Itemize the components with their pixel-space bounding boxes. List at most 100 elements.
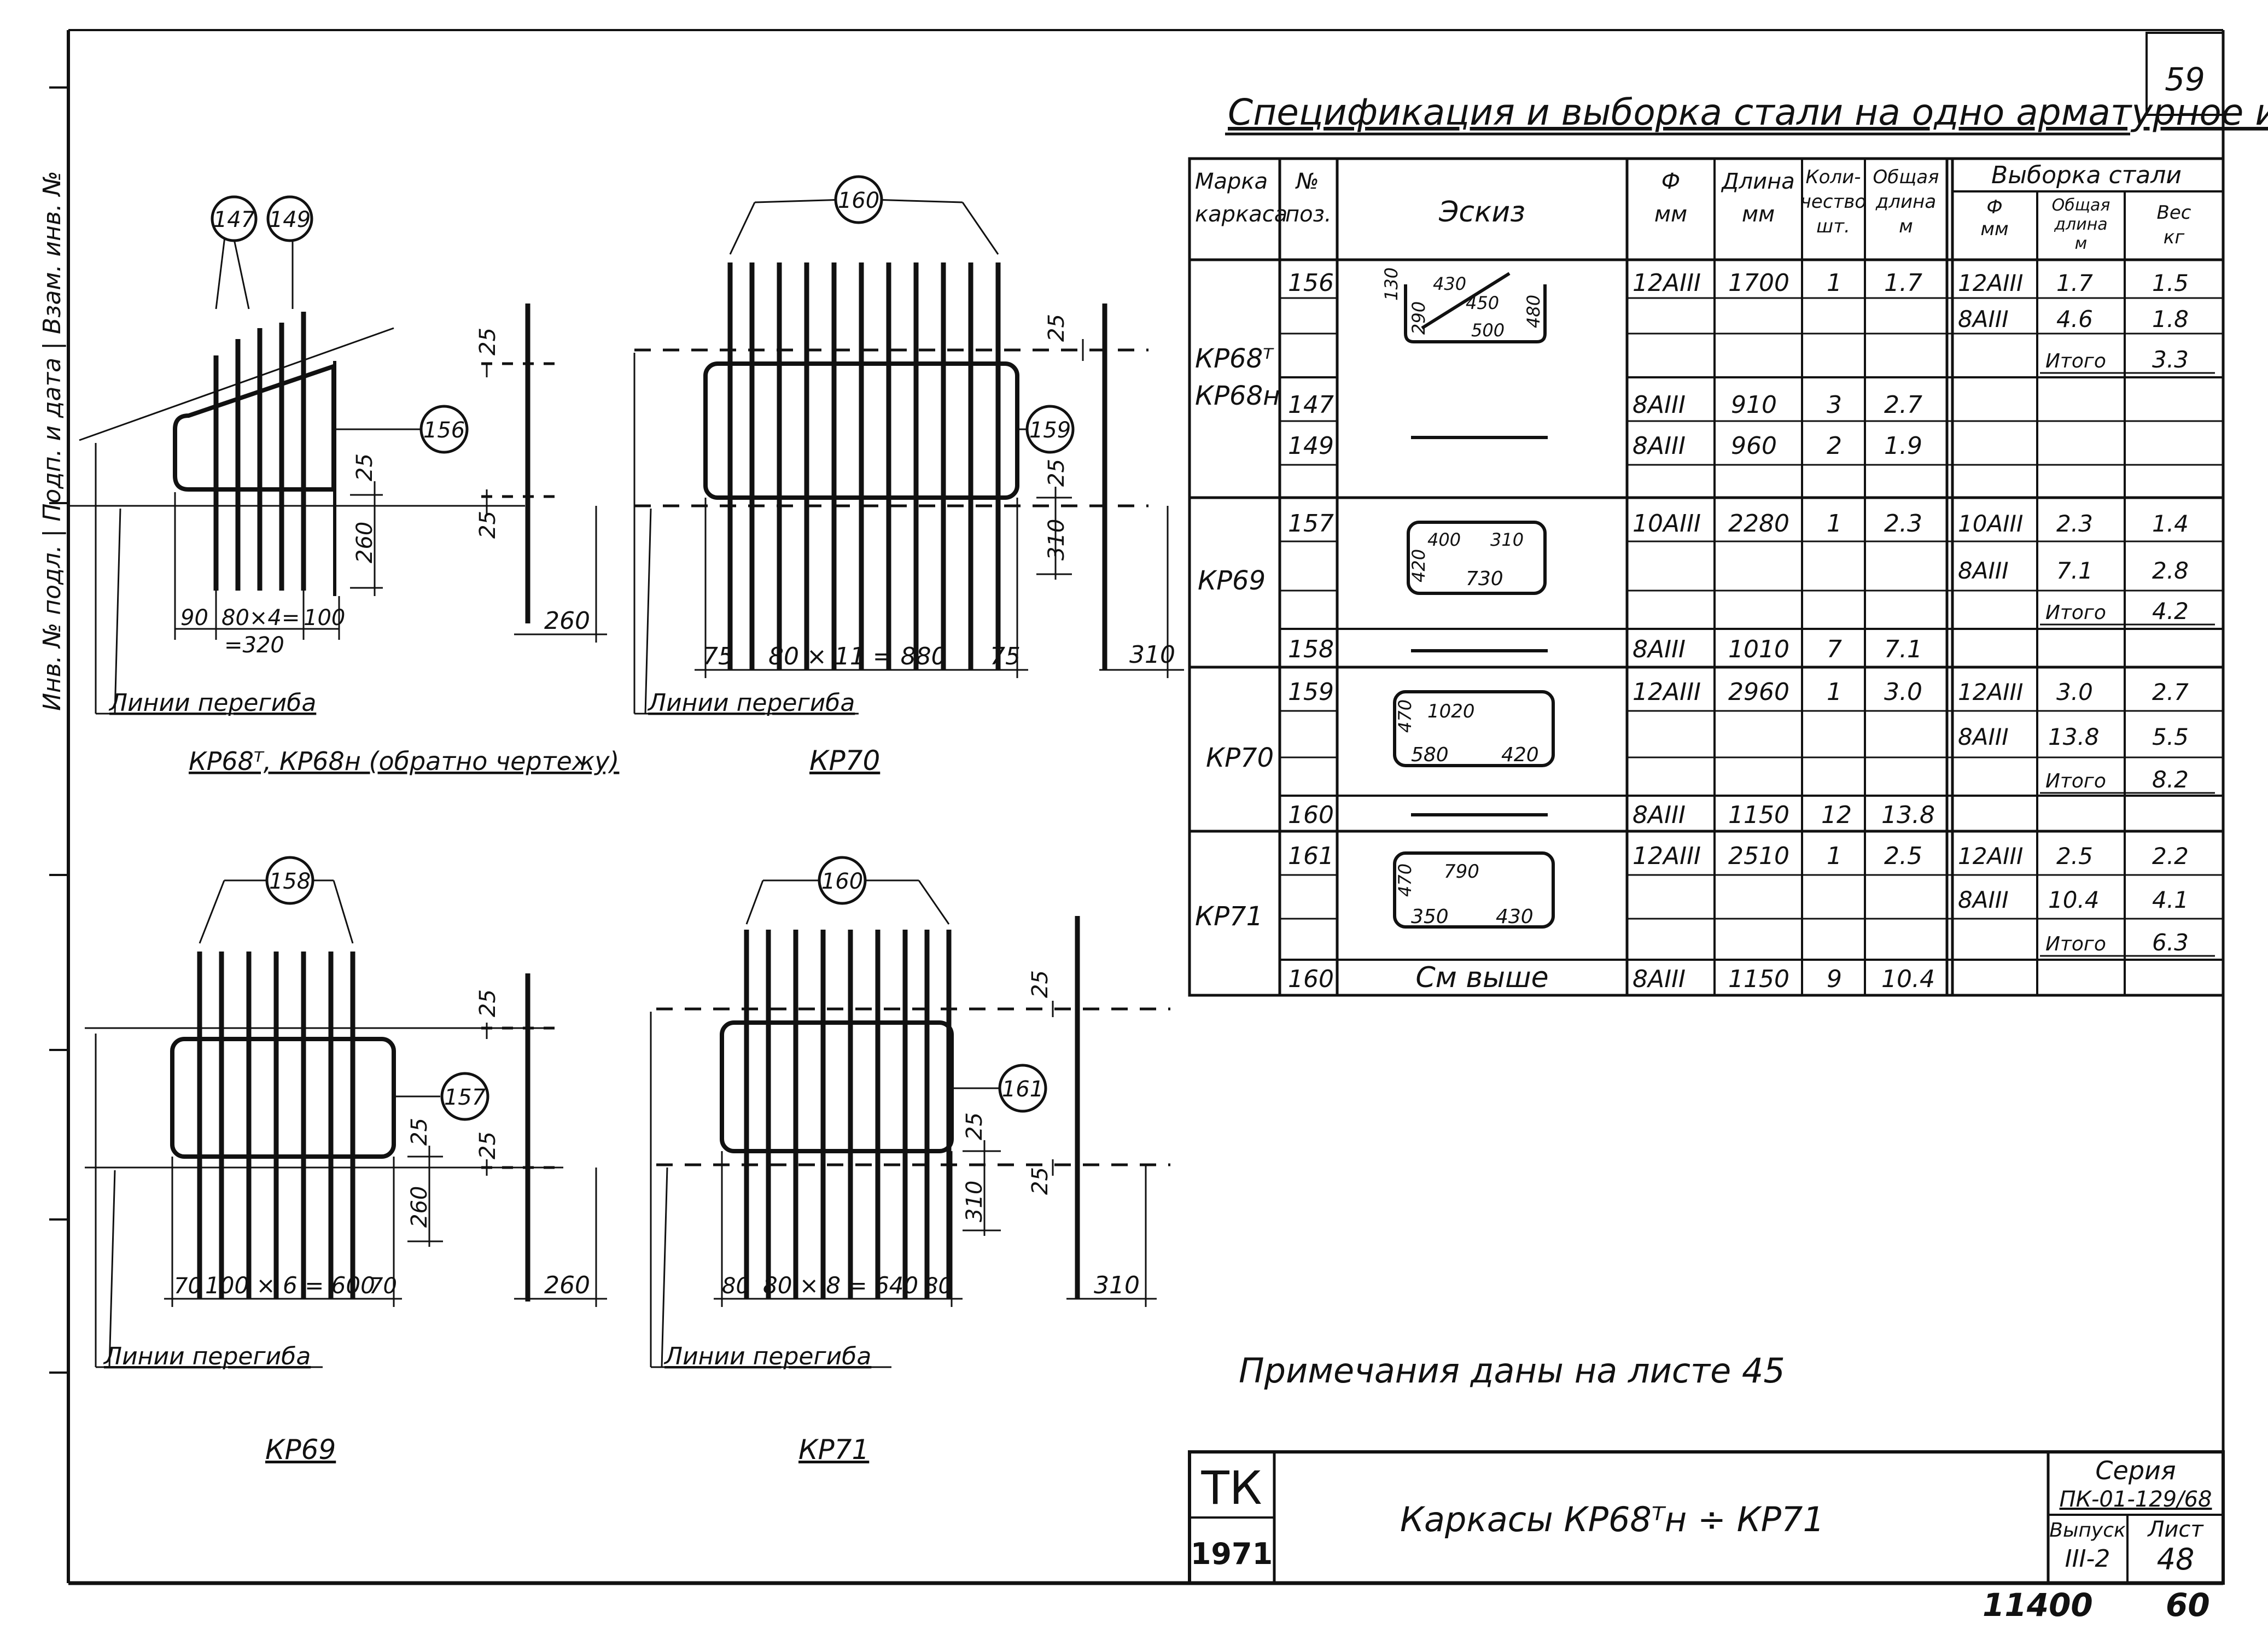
dim-label: 75 — [990, 643, 1021, 670]
sketch-dim: 430 — [1496, 906, 1534, 928]
sketch-dim: 450 — [1466, 293, 1499, 313]
mark-kr71: КР71 — [1195, 901, 1263, 932]
row-length: 910 — [1731, 391, 1777, 419]
row-dia: 12АIII — [1633, 678, 1701, 706]
steel-dia: 12АIII — [1958, 843, 2023, 869]
title-block — [1188, 1450, 2225, 1585]
steel-weight: 6.3 — [2152, 929, 2189, 956]
row-pos: 161 — [1288, 842, 1334, 870]
spec-table-grid — [1188, 157, 2225, 997]
row-pos: 160 — [1288, 965, 1334, 993]
steel-weight: 2.2 — [2152, 843, 2189, 869]
hdr-dia-2: мм — [1654, 202, 1687, 227]
hdr-mark-1: Марка — [1195, 169, 1268, 194]
page-number: 59 — [2165, 61, 2205, 98]
dim-label: 260 — [544, 1271, 590, 1299]
row-qty: 12 — [1821, 801, 1852, 829]
dim-label: 80 × 11 = 880 — [768, 643, 947, 670]
row-total: 2.5 — [1884, 842, 1922, 870]
row-length: 2510 — [1728, 842, 1789, 870]
steel-weight: 4.1 — [2152, 886, 2189, 913]
hdr-sketch: Эскиз — [1438, 196, 1525, 229]
dim-label: 260 — [352, 522, 377, 563]
row-length: 960 — [1731, 432, 1777, 460]
dim-label: 25 — [475, 511, 500, 539]
dim-label: 100 × 6 = 600 — [205, 1272, 375, 1299]
row-total: 2.7 — [1884, 391, 1922, 419]
row-dia: 8АIII — [1633, 391, 1686, 419]
mark-kr69: КР69 — [1198, 565, 1266, 596]
drawing-kr69 — [85, 879, 607, 1368]
hdr-steel-len-3: м — [2075, 234, 2088, 253]
sketch-dim: 290 — [1408, 301, 1429, 335]
dim-label: 70 — [369, 1274, 397, 1299]
kr70-dims: 25 25 310 75 80 × 11 = 880 75 310 — [703, 314, 1175, 670]
hdr-len-2: мм — [1742, 202, 1775, 227]
archive-number: 11400 — [1983, 1586, 2093, 1624]
dim-label: 310 — [962, 1181, 987, 1222]
issue-value: III-2 — [2065, 1545, 2110, 1573]
row-dia: 10АIII — [1633, 510, 1701, 538]
series-label: Серия — [2095, 1456, 2176, 1485]
row-dia: 8АIII — [1633, 801, 1686, 829]
steel-dia: 8АIII — [1958, 723, 2009, 750]
bubble-label: 158 — [269, 869, 311, 894]
hdr-qty-3: шт. — [1816, 215, 1850, 237]
dim-label: 90 — [180, 605, 208, 631]
steel-total-underlines — [2040, 372, 2215, 957]
sketch-156 — [1404, 272, 1547, 343]
steel-weight: 1.8 — [2152, 306, 2189, 332]
dim-label: 70 — [174, 1274, 202, 1299]
row-length: 1700 — [1728, 269, 1789, 297]
steel-weight: 5.5 — [2152, 723, 2189, 750]
dim-label: 310 — [1094, 1271, 1140, 1299]
sketch-dim: 420 — [1501, 744, 1539, 766]
steel-len: 4.6 — [2056, 306, 2093, 332]
row-qty: 9 — [1827, 965, 1842, 993]
dim-label: 25 — [352, 453, 377, 481]
drawing-kr68 — [68, 218, 607, 715]
dim-label: 80 — [722, 1274, 750, 1299]
sketch-dim: 730 — [1466, 568, 1503, 590]
hdr-total-1: Общая — [1873, 166, 1939, 188]
row-dia: 8АIII — [1633, 965, 1686, 993]
kr69-bend-label: Линии перегиба — [103, 1343, 311, 1370]
dim-label: 260 — [407, 1186, 432, 1228]
kr70-caption: КР70 — [809, 745, 880, 777]
kr69-caption: КР69 — [265, 1434, 336, 1466]
row-dia: 8АIII — [1633, 635, 1686, 663]
hdr-pos-1: № — [1295, 169, 1319, 194]
kr68-dims: 25 25 260 25 90 80×4= 100 =320 260 — [180, 328, 590, 658]
steel-total-label: Итого — [2045, 933, 2106, 955]
kr68-bubbles: 147 149 156 — [211, 195, 469, 454]
dim-label: 80×4= — [221, 605, 300, 631]
dim-label: 25 — [407, 1118, 432, 1146]
hdr-total-3: м — [1899, 215, 1913, 237]
hdr-total-2: длина — [1875, 191, 1936, 213]
row-pos: 147 — [1288, 391, 1334, 419]
row-qty: 1 — [1827, 678, 1842, 706]
row-total: 1.7 — [1884, 269, 1922, 297]
bubble-label: 147 — [213, 207, 255, 232]
mark-kr68t: КР68ᵀ — [1195, 343, 1274, 374]
dim-label: =320 — [224, 633, 284, 658]
series-value: ПК-01-129/68 — [2060, 1487, 2212, 1512]
hdr-steel-dia-2: мм — [1980, 218, 2008, 240]
archive-number: 60 — [2166, 1586, 2210, 1624]
sketch-156-dims: 130 430 450 290 500 480 — [1381, 267, 1544, 341]
steel-weight: 4.2 — [2152, 598, 2189, 625]
kr71-caption: КР71 — [798, 1434, 869, 1466]
sketch-159: 1020 470 580 420 — [1393, 690, 1555, 767]
notes-reference: Примечания даны на листе 45 — [1239, 1351, 1785, 1391]
dim-label: 25 — [475, 989, 500, 1017]
kr70-bubbles: 160 159 — [834, 175, 1075, 454]
row-qty: 7 — [1827, 635, 1842, 663]
sketch-dim: 470 — [1395, 863, 1415, 897]
dim-label: 75 — [703, 643, 733, 670]
steel-dia: 10АIII — [1958, 510, 2023, 537]
issue-label: Выпуск — [2049, 1519, 2126, 1542]
hdr-dia-1: Ф — [1661, 169, 1680, 194]
steel-total-label: Итого — [2045, 770, 2106, 792]
hdr-steel-dia-1: Ф — [1986, 196, 2002, 218]
